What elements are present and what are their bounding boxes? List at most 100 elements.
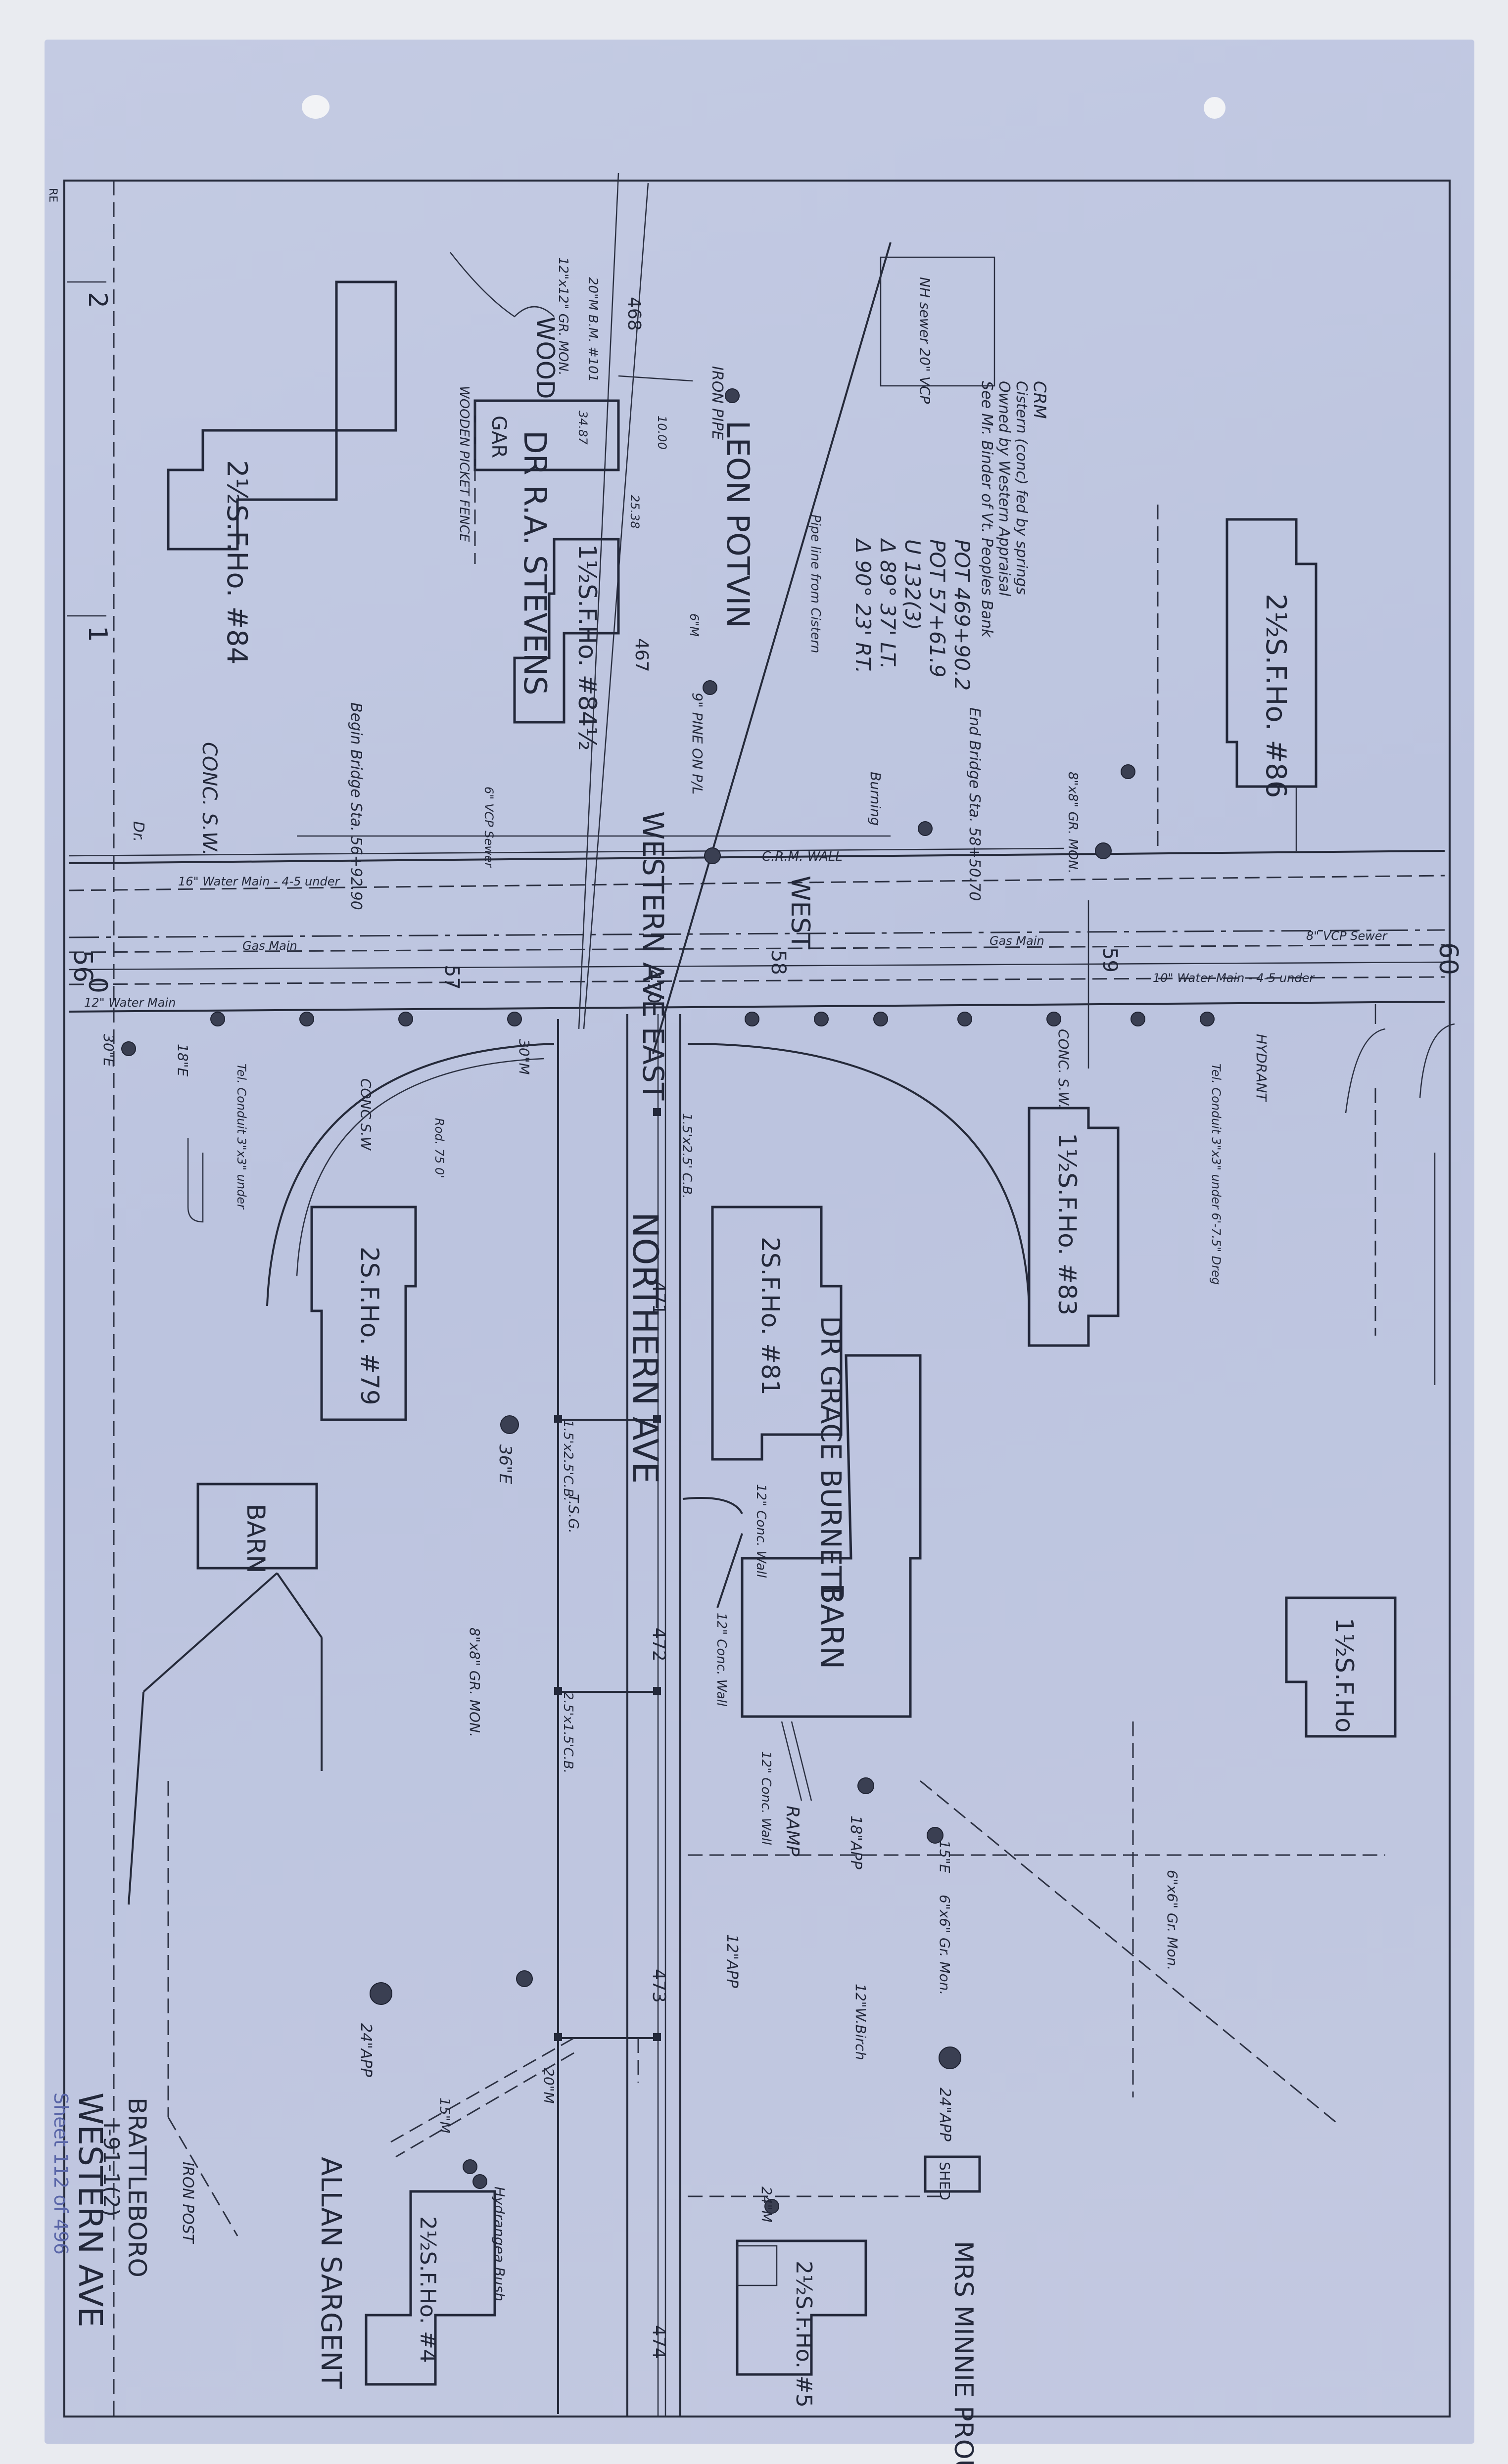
note: 12"x12" GR. MON. bbox=[556, 257, 570, 375]
tree-symbol bbox=[299, 1012, 314, 1026]
tree-symbol bbox=[857, 1777, 874, 1794]
building-label: 2½S.F.Ho. #5 bbox=[791, 2261, 816, 2408]
note: 25.38 bbox=[628, 495, 642, 529]
note: Cistern (conc) fed by springs bbox=[1013, 381, 1030, 595]
fence-line bbox=[920, 1780, 1336, 2123]
note: 15"E bbox=[937, 1840, 953, 1873]
house-83-outline bbox=[1028, 1107, 1120, 1347]
tree-symbol bbox=[704, 847, 721, 864]
note: 18"E bbox=[175, 1044, 191, 1077]
note: Tel. Conduit 3"x3" under bbox=[235, 1064, 248, 1210]
margin-note: RE bbox=[47, 188, 59, 202]
owner-prouty: MRS MINNIE PROUTY bbox=[948, 2241, 978, 2464]
note: 30"E bbox=[100, 1034, 117, 1067]
tree-symbol bbox=[927, 1827, 943, 1844]
note: POT 57+61.9 bbox=[925, 539, 949, 678]
building-label: 2½S.F.Ho. #86 bbox=[1260, 594, 1292, 798]
note: 6"x6" Gr. Mon. bbox=[937, 1895, 953, 1995]
catch-basin bbox=[653, 1687, 661, 1695]
catch-basin bbox=[653, 1108, 661, 1116]
street-name-western-west: WEST bbox=[785, 876, 815, 949]
barn-west-outline bbox=[196, 1483, 318, 1570]
woods-edge bbox=[450, 252, 555, 318]
cistern-outline bbox=[880, 256, 995, 387]
station-label: 468 bbox=[624, 297, 644, 331]
note: 6" VCP Sewer bbox=[482, 787, 496, 869]
note: RAMP bbox=[782, 1806, 802, 1857]
grid-number: 0 bbox=[83, 977, 112, 993]
tree-symbol bbox=[957, 1012, 972, 1026]
drawing-border bbox=[63, 180, 1451, 2418]
station-label: 58 bbox=[767, 950, 790, 975]
house-842-outline bbox=[513, 538, 620, 724]
building-label: GAR bbox=[487, 416, 510, 458]
cb-pipe bbox=[395, 2052, 574, 2158]
note: Dr. bbox=[130, 821, 147, 842]
gas-main-line bbox=[69, 944, 1445, 953]
note: 12" Water Main bbox=[84, 996, 176, 1010]
note: 12" Conc. Wall bbox=[714, 1613, 729, 1707]
note: CONC S.W bbox=[358, 1078, 374, 1151]
tree-symbol bbox=[873, 1012, 888, 1026]
tree-symbol bbox=[1121, 764, 1135, 779]
grid-number: 2 bbox=[83, 292, 112, 308]
note: 12" Conc. Wall bbox=[758, 1751, 773, 1845]
note: IRON POST bbox=[179, 2162, 196, 2244]
tree-symbol bbox=[1046, 1012, 1061, 1026]
tree-symbol bbox=[764, 2199, 779, 2214]
building-label: 2S.F.Ho. #79 bbox=[355, 1247, 384, 1405]
owner-potvin: LEON POTVIN bbox=[720, 420, 756, 628]
punch-hole bbox=[1204, 97, 1225, 119]
note: See Mr. Binder of Vt. Peoples Bank bbox=[978, 381, 995, 638]
tree-symbol bbox=[516, 1970, 533, 1987]
note: 1.5'x2.5' C.B. bbox=[679, 1113, 694, 1199]
note: HYDRANT bbox=[1253, 1034, 1270, 1102]
property-line bbox=[578, 173, 619, 1029]
conc-wall bbox=[716, 1533, 743, 1608]
catch-basin bbox=[554, 2033, 562, 2041]
station-label: 470 bbox=[644, 970, 664, 1004]
tree-symbol bbox=[703, 680, 717, 695]
note: T.S.G. bbox=[566, 1494, 582, 1534]
shed-outline bbox=[924, 2155, 981, 2193]
note: Gas Main bbox=[242, 939, 297, 953]
catch-basin bbox=[653, 2033, 661, 2041]
note: U 132(3) bbox=[900, 539, 925, 630]
drive-curve bbox=[1419, 1023, 1455, 1099]
note: CONC. S.W. bbox=[198, 742, 221, 856]
house-5-porch bbox=[736, 2245, 778, 2286]
tree-symbol bbox=[500, 1415, 519, 1434]
note: 15"M bbox=[437, 2097, 453, 2134]
station-label: 56 bbox=[68, 950, 97, 982]
catch-basin bbox=[554, 1687, 562, 1695]
note: POT 469+90.2 bbox=[950, 539, 974, 691]
note: Δ 89° 37' LT. bbox=[876, 538, 900, 669]
house-1half-outline bbox=[1285, 1596, 1397, 1738]
property-line bbox=[583, 183, 649, 1029]
tree-symbol bbox=[121, 1041, 136, 1056]
building-label: 2S.F.Ho. #81 bbox=[756, 1237, 785, 1395]
note: 6"x6" Gr. Mon. bbox=[1164, 1870, 1180, 1970]
station-label: 474 bbox=[649, 2325, 669, 2359]
note: 8"x8" GR. MON. bbox=[1065, 772, 1080, 874]
tree-symbol bbox=[507, 1012, 522, 1026]
note: 1.5'x2.5'C.B. bbox=[561, 1420, 575, 1501]
ramp-edge bbox=[791, 1721, 812, 1801]
tree-symbol bbox=[939, 2046, 961, 2069]
building-label: 1½S.F.Ho. #83 bbox=[1053, 1133, 1082, 1315]
tree-symbol bbox=[472, 2174, 487, 2189]
note: 6"M bbox=[687, 613, 701, 637]
street-name-western-east: WESTERN AVE EAST bbox=[636, 811, 670, 1101]
note: 24"M bbox=[758, 2186, 775, 2223]
note: 12" Conc. Wall bbox=[754, 1484, 768, 1578]
western-ave-north-edge bbox=[69, 850, 1445, 864]
owner-burnett: DR GRACE BURNETT bbox=[814, 1316, 847, 1599]
tree-symbol bbox=[725, 388, 740, 403]
western-ave-south-edge bbox=[69, 1001, 1445, 1013]
note: CRM bbox=[1030, 381, 1049, 419]
grid-number: 1 bbox=[83, 626, 112, 642]
station-label: 60 bbox=[1433, 942, 1463, 975]
title-sheet-number: Sheet 112 of 496 bbox=[50, 2092, 72, 2255]
note: 12"W.Birch bbox=[852, 1984, 869, 2060]
